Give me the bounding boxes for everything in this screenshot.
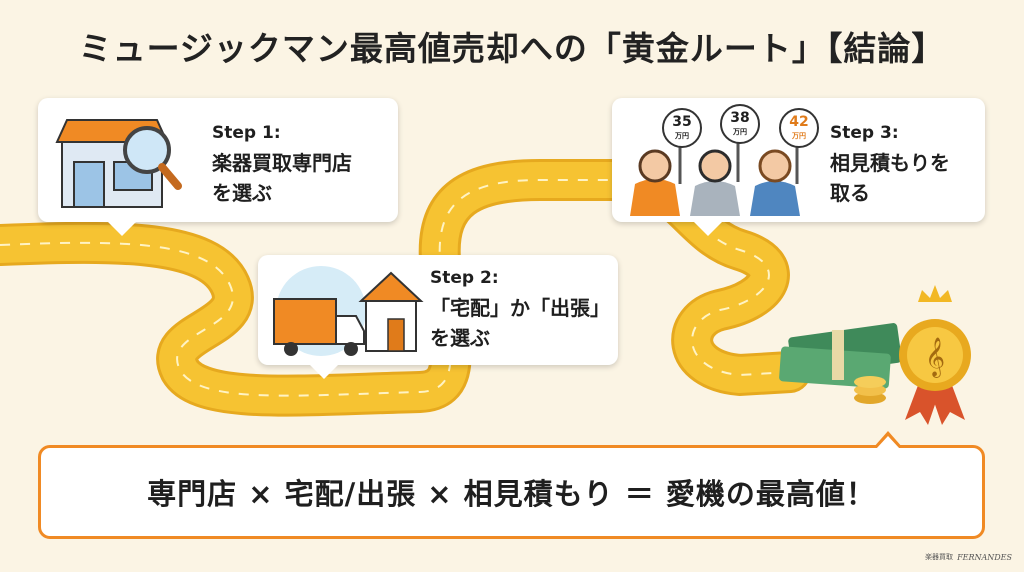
conclusion-box: 専門店 × 宅配/出張 × 相見積もり ＝ 愛機の最高値！ [38,431,985,539]
money-pile-icon [779,323,902,404]
step-3-card: 35 万円 38 万円 42 万円 Step 3: 相見積もりを 取る [612,98,985,236]
step-2-card: Step 2: 「宅配」か「出張」 を選ぶ [258,255,618,379]
step-1-card: Step 1: 楽器買取専門店 を選ぶ [38,98,398,236]
page-title: ミュージックマン最高値売却への「黄金ルート」【結論】 [78,29,946,68]
logo-brand: FERNANDES [957,552,1012,562]
step-text: 楽器買取専門店 [212,151,352,175]
step-heading: Step 2: [430,268,499,288]
bid-unit: 万円 [733,128,747,136]
step-text: を選ぶ [212,181,272,205]
delivery-truck-house-icon [273,266,424,356]
svg-text:𝄞: 𝄞 [925,337,945,378]
bid-unit: 万円 [792,132,806,140]
bid-amount: 35 [672,114,692,130]
step-heading: Step 1: [212,123,281,143]
step-heading: Step 3: [830,123,899,143]
shop-magnifier-icon [55,119,182,208]
bid-unit: 万円 [675,132,689,140]
bid-amount: 42 [789,114,809,130]
gold-medal-icon: 𝄞 [899,285,971,425]
bid-amount: 38 [730,110,750,126]
step-text: 相見積もりを [830,151,950,175]
bidders-icon: 35 万円 38 万円 42 万円 [620,104,820,216]
logo-label: 楽器買取 [925,553,954,561]
step-text: 「宅配」か「出張」 [430,296,610,320]
conclusion-text: 専門店 × 宅配/出張 × 相見積もり ＝ 愛機の最高値！ [147,477,876,511]
step-text: 取る [830,181,870,205]
step-text: を選ぶ [430,326,490,350]
logo: 楽器買取 FERNANDES [925,552,1012,562]
